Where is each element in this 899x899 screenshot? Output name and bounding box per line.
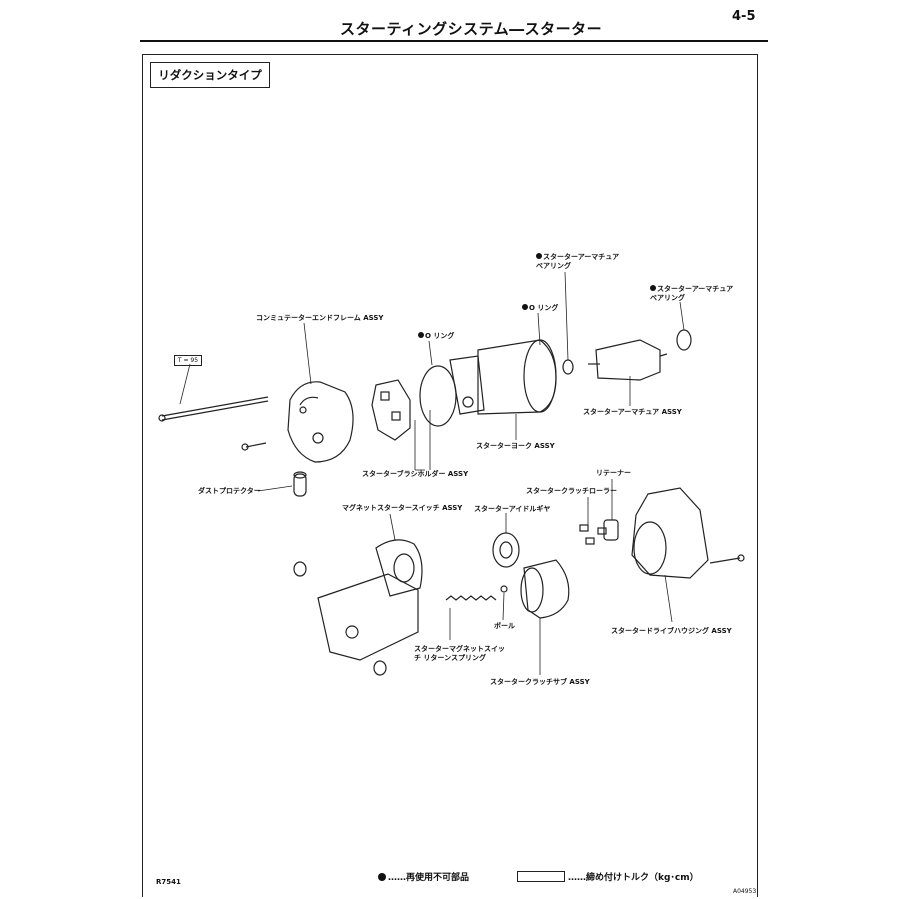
label-idle-gear: スターターアイドルギヤ (474, 505, 551, 513)
label-retainer: リテーナー (596, 469, 631, 477)
label-dust-protector: ダストプロテクター (198, 487, 261, 495)
label-armature-bearing-2: スターターアーマチュア ベアリング (650, 285, 740, 303)
page-title: スターティングシステム―スターター (340, 20, 603, 38)
figure-frame (142, 54, 758, 897)
page-header: スターティングシステム―スターター 4-5 (140, 9, 760, 42)
non-reusable-dot-icon (650, 285, 656, 291)
label-armature-bearing-1: スターターアーマチュア ベアリング (536, 253, 626, 271)
label-armature: スターターアーマチュア ASSY (583, 408, 682, 416)
section-title: リダクションタイプ (150, 62, 270, 88)
torque-value-box: T = 95 (174, 355, 202, 366)
legend-non-reusable-text: ……再使用不可部品 (388, 873, 470, 883)
label-o-ring-2: O リング (522, 304, 558, 313)
label-o-ring-2-text: O リング (529, 304, 559, 312)
label-magnet-switch: マグネットスタータースイッチ ASSY (342, 504, 463, 512)
page-number: 4-5 (732, 9, 756, 24)
label-clutch-roller: スタータークラッチローラー (526, 487, 617, 495)
legend-non-reusable: ……再使用不可部品 (378, 870, 469, 883)
non-reusable-dot-icon (522, 304, 528, 310)
non-reusable-dot-icon (536, 253, 542, 259)
label-brush-holder: スターターブラシホルダー ASSY (362, 470, 469, 478)
label-armature-bearing-2-text: スターターアーマチュア ベアリング (650, 285, 734, 302)
legend-torque-text: ……締め付けトルク（kg･cm） (568, 873, 699, 883)
legend-dot-icon (378, 873, 386, 881)
label-armature-bearing-1-text: スターターアーマチュア ベアリング (536, 253, 620, 270)
label-return-spring: スターターマグネットスイッチ リターンスプリング (414, 645, 505, 662)
label-yoke: スターターヨーク ASSY (476, 442, 555, 450)
label-commutator-end-frame: コンミュテーターエンドフレーム ASSY (256, 314, 384, 322)
legend-torque-box-icon (517, 871, 565, 882)
legend-torque: ……締め付けトルク（kg･cm） (517, 870, 699, 883)
label-ball: ボール (494, 622, 515, 630)
label-drive-housing: スタータードライブハウジング ASSY (611, 627, 732, 635)
label-clutch-sub: スタータークラッチサブ ASSY (490, 678, 590, 686)
non-reusable-dot-icon (418, 332, 424, 338)
label-o-ring-1: O リング (418, 332, 454, 341)
figure-code: R7541 (156, 878, 181, 886)
corner-code: A04953 (733, 888, 757, 895)
label-o-ring-1-text: O リング (425, 332, 455, 340)
header-rule (140, 40, 768, 42)
